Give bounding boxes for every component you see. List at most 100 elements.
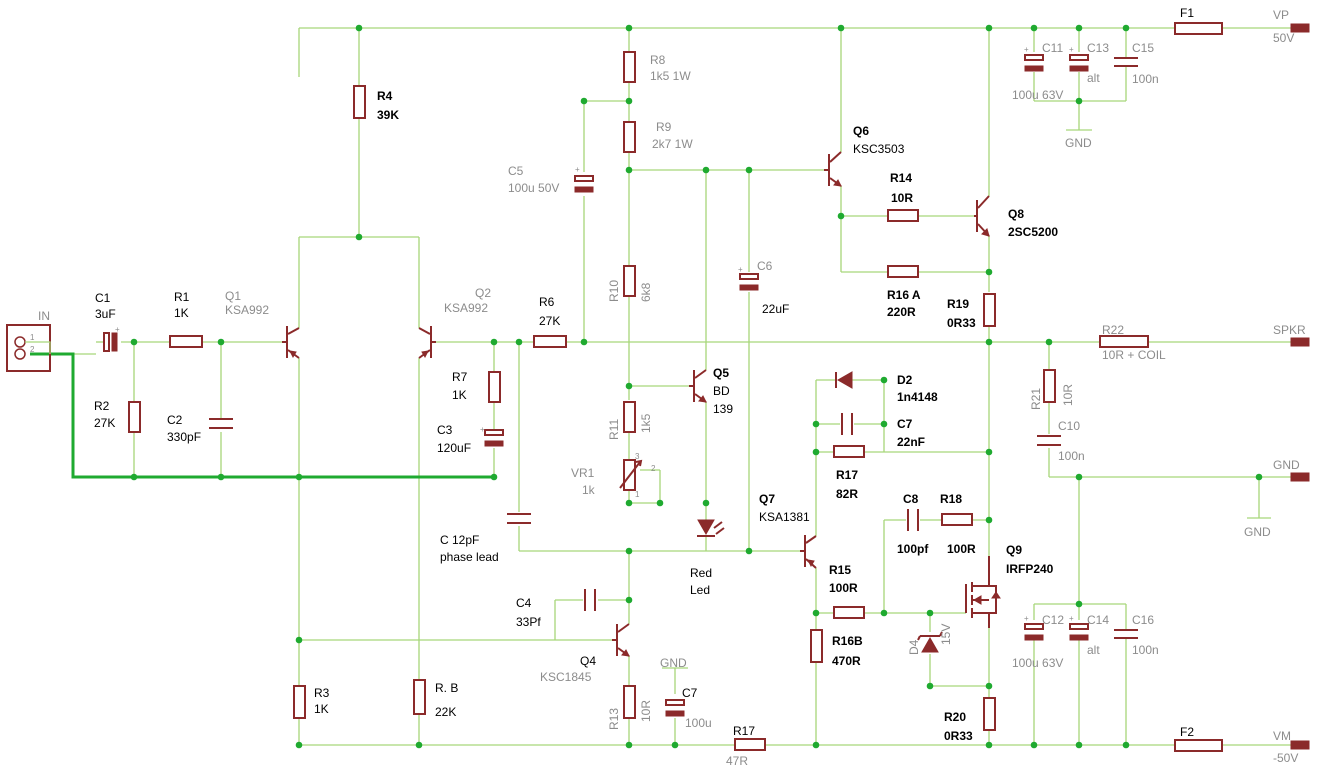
r9-resistor: [623, 121, 636, 153]
r14-name: R14: [890, 171, 912, 185]
r3-value: 1K: [314, 702, 329, 716]
gnd2-label: GND: [1065, 136, 1092, 150]
c3-name: C3: [437, 423, 453, 437]
r10-name: R10: [607, 280, 621, 302]
svg-text:+: +: [1024, 614, 1029, 623]
c12-name: C12: [1042, 613, 1064, 627]
r7-name: R7: [452, 370, 468, 384]
r11-name: R11: [607, 419, 621, 440]
c6-capacitor: +: [738, 265, 759, 291]
r16b-value: 470R: [832, 654, 861, 668]
q9-mosfet: [965, 556, 1001, 628]
led-name1: Red: [690, 566, 712, 580]
r9-value: 2k7 1W: [652, 137, 693, 151]
r7-value: 1K: [452, 388, 467, 402]
in-label: IN: [38, 309, 50, 323]
c8-name: C8: [903, 492, 919, 506]
svg-text:+: +: [575, 165, 580, 174]
vr1-name: VR1: [571, 466, 595, 480]
q8-value: 2SC5200: [1008, 225, 1058, 239]
r17-82r-resistor: [833, 445, 865, 458]
r20-value: 0R33: [944, 729, 973, 743]
q4-transistor: [612, 623, 630, 657]
r20-name: R20: [944, 710, 966, 724]
c12pf-value: phase lead: [440, 550, 499, 564]
c5-name: C5: [508, 164, 524, 178]
r18-value: 100R: [947, 542, 976, 556]
q9-value: IRFP240: [1006, 562, 1054, 576]
r16a-resistor: [887, 265, 919, 278]
in-pin1: 1: [30, 333, 35, 342]
d4-name: D4: [907, 639, 921, 655]
vr1-value: 1k: [582, 483, 596, 497]
c3-capacitor: +: [480, 425, 504, 447]
r4-value: 39K: [377, 108, 399, 122]
c-phase-lead-capacitor: [507, 513, 531, 524]
r16a-value: 220R: [887, 305, 916, 319]
c3-value: 120uF: [437, 441, 471, 455]
r17-value: 82R: [836, 487, 858, 501]
q6-value: KSC3503: [853, 142, 905, 156]
r2-value: 27K: [94, 416, 115, 430]
r15-resistor: [833, 606, 865, 619]
c2-capacitor: [209, 418, 233, 429]
red-led: [697, 519, 725, 537]
r15-value: 100R: [829, 581, 858, 595]
r8-value: 1k5 1W: [650, 69, 691, 83]
q5-transistor: [689, 369, 707, 403]
r21-name: R21: [1029, 388, 1043, 410]
svg-text:+: +: [1069, 614, 1074, 623]
r4-name: R4: [377, 89, 393, 103]
r8-name: R8: [650, 53, 666, 67]
c10-name: C10: [1058, 419, 1080, 433]
c1-name: C1: [95, 291, 111, 305]
f1-name: F1: [1180, 6, 1194, 20]
c5-value: 100u 50V: [508, 181, 559, 195]
r8-resistor: [623, 51, 636, 83]
rb-name: R. B: [435, 681, 458, 695]
q7-value: KSA1381: [759, 510, 810, 524]
rb-value: 22K: [435, 705, 456, 719]
q9-name: Q9: [1006, 543, 1022, 557]
svg-text:+: +: [115, 325, 120, 334]
c6-value: 22uF: [762, 302, 789, 316]
c10-value: 100n: [1058, 449, 1085, 463]
c15-capacitor: [1114, 57, 1138, 67]
q5-value2: 139: [713, 402, 733, 416]
r1-name: R1: [174, 290, 190, 304]
vm-name: VM: [1273, 729, 1291, 743]
q4-value: KSC1845: [540, 670, 592, 684]
c1-value: 3uF: [95, 307, 116, 321]
vr1-pin3: 3: [635, 452, 640, 461]
r16b-resistor: [810, 629, 823, 663]
q2-value: KSA992: [444, 301, 488, 315]
c2-value: 330pF: [167, 430, 201, 444]
c15-value: 100n: [1132, 72, 1159, 86]
svg-text:+: +: [480, 425, 485, 434]
r2-resistor: [128, 401, 141, 433]
svg-text:+: +: [738, 265, 743, 274]
r18-name: R18: [940, 492, 962, 506]
r9-name: R9: [656, 120, 672, 134]
r18-resistor: [941, 513, 973, 526]
c13-capacitor: +: [1069, 45, 1089, 72]
r11-value: 1k5: [639, 413, 653, 433]
vm-terminal: [1290, 740, 1310, 750]
r6-name: R6: [539, 295, 555, 309]
led-name2: Led: [690, 583, 710, 597]
c14-value: alt: [1087, 643, 1100, 657]
r14-value: 10R: [891, 191, 913, 205]
f2-fuse: [1174, 739, 1223, 752]
q1-name: Q1: [225, 289, 241, 303]
spkr-name: SPKR: [1273, 323, 1306, 337]
c1-capacitor: +: [96, 325, 120, 352]
r17b-name: R17: [733, 724, 755, 738]
junctions: [130, 24, 1263, 749]
c12pf-name: C 12pF: [440, 533, 479, 547]
d4-zener-diode: [917, 631, 943, 653]
gnd-terminal: [1290, 472, 1310, 482]
in-pin2: 2: [30, 345, 35, 354]
r7-resistor: [488, 371, 501, 403]
r6-value: 27K: [539, 314, 560, 328]
